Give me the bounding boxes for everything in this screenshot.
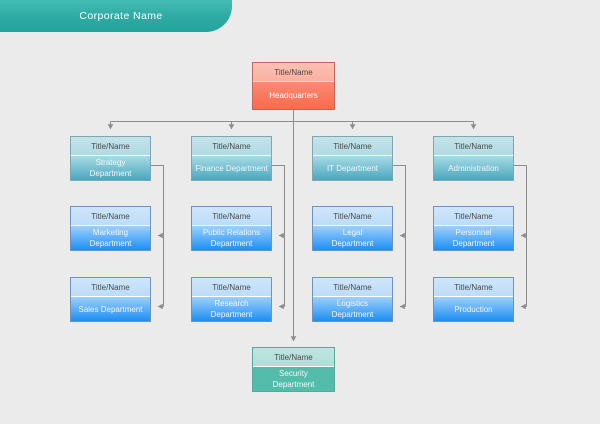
node-it-department[interactable]: Title/Name IT Department [312,136,393,181]
node-header: Title/Name [434,137,513,156]
node-administration[interactable]: Title/Name Administration [433,136,514,181]
node-label: Finance Department [192,156,271,180]
node-label: Sales Department [71,297,150,321]
node-label: Production [434,297,513,321]
node-finance-department[interactable]: Title/Name Finance Department [191,136,272,181]
node-personnel-department[interactable]: Title/Name Personnel Department [433,206,514,251]
node-header: Title/Name [253,63,334,82]
node-header: Title/Name [313,278,392,297]
node-header: Title/Name [434,207,513,226]
node-header: Title/Name [71,207,150,226]
node-header: Title/Name [434,278,513,297]
banner-title: Corporate Name [79,10,163,22]
node-production[interactable]: Title/Name Production [433,277,514,322]
node-label: IT Department [313,156,392,180]
node-header: Title/Name [313,207,392,226]
node-header: Title/Name [71,137,150,156]
node-header: Title/Name [192,207,271,226]
node-header: Title/Name [253,348,334,367]
node-header: Title/Name [71,278,150,297]
node-label: Administration [434,156,513,180]
node-headquarters[interactable]: Title/Name Headquarters [252,62,335,110]
node-sales-department[interactable]: Title/Name Sales Department [70,277,151,322]
node-header: Title/Name [192,278,271,297]
node-label: Personnel Department [434,226,513,250]
node-label: Headquarters [253,82,334,109]
node-header: Title/Name [313,137,392,156]
corporate-name-banner: Corporate Name [0,0,232,32]
node-header: Title/Name [192,137,271,156]
